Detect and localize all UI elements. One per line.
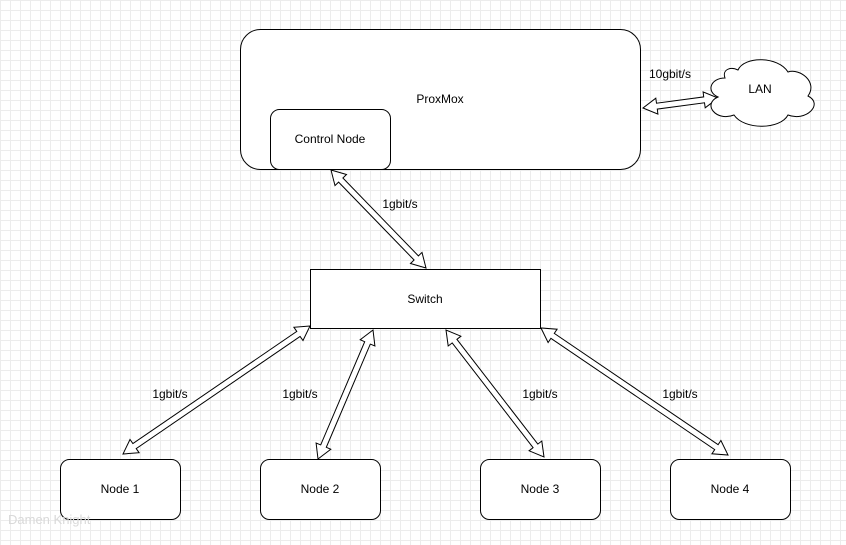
- node-4-box[interactable]: [670, 459, 791, 520]
- arrow-switch-node3: [445, 329, 545, 458]
- node-2-label: Node 2: [301, 482, 340, 496]
- control-node-label: Control Node: [295, 132, 366, 146]
- node-2-box[interactable]: [260, 459, 381, 520]
- arrow-switch-node2: [315, 329, 376, 460]
- arrow-lan-proxmox: [642, 91, 719, 115]
- watermark: Damen Knight: [8, 512, 91, 527]
- lan-label: LAN: [748, 82, 771, 96]
- node-1-label: Node 1: [101, 482, 140, 496]
- node-4-label: Node 4: [711, 482, 750, 496]
- node-3-label: Node 3: [521, 482, 560, 496]
- switch-label: Switch: [407, 292, 442, 306]
- node-1-box[interactable]: [60, 459, 181, 520]
- link-label-lan: 10gbit/s: [649, 67, 691, 81]
- arrow-switch-node4: [540, 327, 729, 456]
- link-label-node2: 1gbit/s: [282, 387, 317, 401]
- link-label-node4: 1gbit/s: [662, 387, 697, 401]
- proxmox-label: ProxMox: [416, 92, 463, 106]
- control-node-box[interactable]: [270, 109, 391, 170]
- arrow-switch-node1: [122, 325, 311, 455]
- switch-box[interactable]: [310, 269, 541, 329]
- link-label-node1: 1gbit/s: [152, 387, 187, 401]
- arrow-control-switch: [330, 169, 427, 269]
- link-label-control-switch: 1gbit/s: [382, 197, 417, 211]
- link-label-node3: 1gbit/s: [522, 387, 557, 401]
- node-3-box[interactable]: [480, 459, 601, 520]
- lan-cloud[interactable]: [710, 59, 815, 127]
